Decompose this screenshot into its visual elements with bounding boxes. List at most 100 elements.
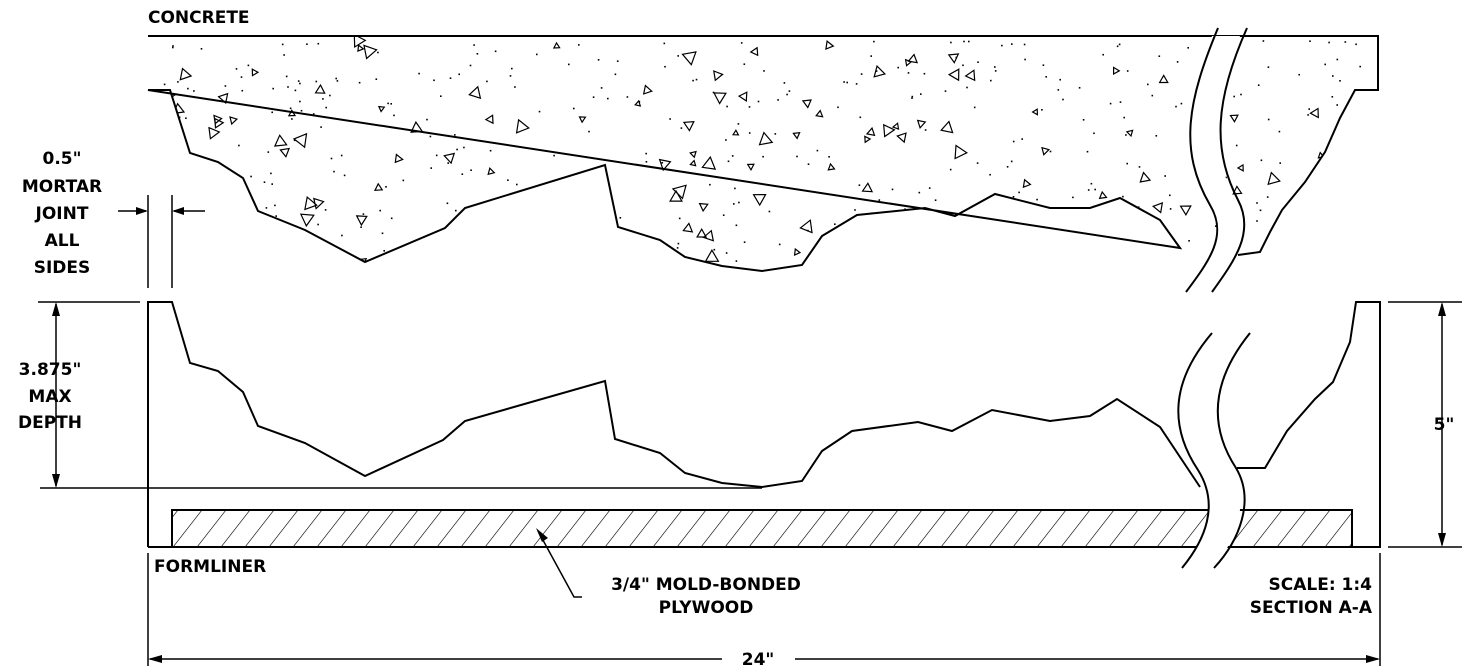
aggregate-speck [514,86,516,88]
aggregate-stone [1158,74,1169,84]
aggregate-speck [463,146,465,149]
aggregate-speck [489,149,492,152]
aggregate-speck [748,106,751,108]
aggregate-speck [440,95,442,97]
aggregate-speck [489,249,492,251]
aggregate-speck [226,237,228,240]
aggregate-speck [447,162,449,164]
aggregate-speck [891,188,894,191]
aggregate-speck [291,118,293,120]
aggregate-speck [512,264,515,267]
aggregate-speck [1233,95,1235,98]
aggregate-speck [250,175,252,178]
aggregate-speck [1257,84,1260,86]
formliner-label: FORMLINER [154,557,266,577]
aggregate-speck [455,209,457,212]
aggregate-speck [950,41,952,44]
aggregate-speck [1062,98,1064,101]
aggregate-stone [357,44,365,53]
aggregate-speck [778,243,781,246]
aggregate-speck [1093,132,1095,135]
aggregate-speck [934,199,937,201]
aggregate-stone [484,114,494,125]
aggregate-speck [645,152,647,155]
concrete-label: CONCRETE [148,8,250,28]
aggregate-speck [335,77,337,80]
aggregate-speck [429,135,432,138]
section-label: SECTION A-A [1250,598,1373,618]
aggregate-stone [273,134,288,147]
aggregate-speck [1122,195,1124,198]
aggregate-speck [385,186,387,188]
aggregate-speck [1332,75,1334,77]
aggregate-speck [272,87,274,90]
aggregate-speck [287,86,289,88]
aggregate-speck [393,114,395,117]
aggregate-speck [597,59,600,61]
aggregate-speck [1119,101,1122,103]
aggregate-speck [289,107,292,110]
aggregate-stone [809,256,822,270]
aggregate-speck [193,90,195,92]
aggregate-stone [279,147,291,158]
aggregate-stone [1232,185,1243,195]
aggregate-stone [515,118,530,134]
aggregate-speck [735,224,738,227]
aggregate-stone [292,132,308,149]
aggregate-speck [1225,176,1227,179]
aggregate-speck [538,110,541,113]
aggregate-speck [299,82,301,85]
aggregate-speck [712,91,715,94]
aggregate-speck [777,99,779,101]
aggregate-speck [1324,63,1326,66]
aggregate-speck [1049,150,1052,153]
aggregate-stone [299,213,315,228]
aggregate-speck [293,139,296,142]
aggregate-speck [469,64,472,67]
aggregate-speck [235,177,238,179]
aggregate-speck [870,55,872,57]
aggregate-speck [256,220,259,223]
aggregate-stone [746,163,755,172]
aggregate-stone [304,195,318,211]
aggregate-speck [608,196,611,199]
aggregate-speck [511,67,513,70]
aggregate-speck [320,126,322,128]
aggregate-speck [390,103,392,105]
aggregate-speck [907,72,910,74]
aggregate-speck [362,213,365,215]
concrete-aggregate-texture [151,36,1362,270]
aggregate-stone [1309,107,1319,119]
aggregate-speck [1023,43,1026,46]
aggregate-speck [1339,80,1341,82]
aggregate-speck [904,208,906,210]
aggregate-speck [748,132,751,134]
aggregate-speck [1109,102,1112,105]
aggregate-speck [383,256,386,259]
aggregate-speck [449,77,452,79]
aggregate-speck [918,191,921,194]
aggregate-speck [1188,240,1190,242]
aggregate-stone [552,41,561,49]
aggregate-speck [743,63,746,65]
aggregate-speck [283,54,285,56]
aggregate-stone [1022,178,1032,189]
aggregate-speck [473,44,475,46]
aggregate-stone [607,243,622,256]
aggregate-speck [265,207,268,209]
aggregate-stone [749,46,759,57]
aggregate-stone [1152,201,1164,214]
aggregate-speck [763,70,765,72]
aggregate-speck [1087,189,1090,191]
aggregate-speck [735,260,738,262]
aggregate-speck [159,260,162,262]
aggregate-speck [1046,249,1049,252]
aggregate-speck [172,46,174,49]
aggregate-speck [172,45,174,47]
aggregate-speck [638,100,641,103]
aggregate-speck [274,204,276,207]
aggregate-speck [300,109,303,112]
aggregate-speck [911,97,913,99]
aggregate-speck [1176,254,1178,257]
aggregate-speck [1018,191,1020,194]
